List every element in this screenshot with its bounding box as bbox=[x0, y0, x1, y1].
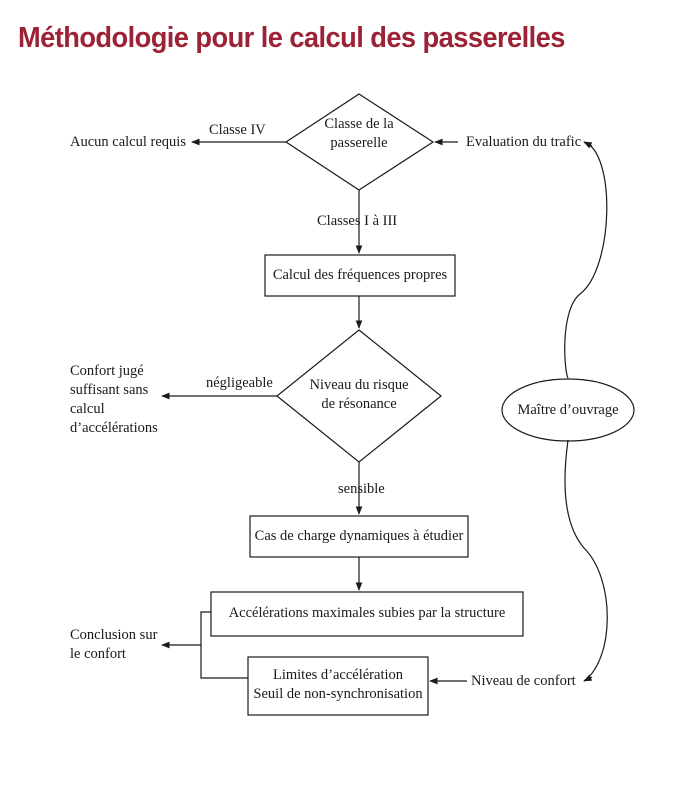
classe-label: Classe de la passerelle bbox=[324, 115, 393, 153]
classe-label-line1: Classe de la bbox=[324, 116, 394, 132]
risque-label: Niveau du risque de résonance bbox=[309, 376, 408, 414]
brace-arrow-bottom bbox=[583, 674, 593, 682]
edge-classes-i-iii: Classes I à III bbox=[317, 213, 398, 229]
maitre-brace bbox=[564, 141, 608, 379]
page-title: Méthodologie pour le calcul des passerel… bbox=[18, 22, 565, 54]
frequences-label: Calcul des fréquences propres bbox=[272, 267, 448, 283]
accelerations-box bbox=[210, 591, 524, 637]
classe-label-line2: passerelle bbox=[330, 135, 388, 151]
maitre-brace-lower bbox=[564, 439, 608, 682]
limites-label: Limites d’accélération Seuil de non-sync… bbox=[253, 666, 422, 704]
edge-sensible: sensible bbox=[338, 481, 385, 497]
brace-arrow-top bbox=[583, 141, 593, 149]
accelerations-label: Accélérations maximales subies par la st… bbox=[228, 605, 506, 621]
limites-label-line1: Limites d’accélération bbox=[272, 667, 404, 683]
outcome-aucun-calcul: Aucun calcul requis bbox=[70, 134, 186, 150]
outcome-conclusion: Conclusion sur le confort bbox=[70, 627, 158, 662]
risque-label-line1: Niveau du risque bbox=[309, 377, 409, 393]
outcome-confort-suffisant: Confort jugé suffisant sans calcul d’acc… bbox=[70, 363, 158, 436]
limites-box bbox=[247, 656, 429, 716]
risque-label-line2: de résonance bbox=[321, 396, 397, 412]
maitre-ellipse bbox=[501, 378, 635, 442]
maitre-label: Maître d’ouvrage bbox=[517, 402, 619, 418]
frequences-box bbox=[264, 254, 456, 297]
input-niveau-confort: Niveau de confort bbox=[471, 673, 576, 689]
cas-charge-label: Cas de charge dynamiques à étudier bbox=[254, 528, 464, 544]
input-trafic: Evaluation du trafic bbox=[466, 134, 582, 150]
edge-classe-iv: Classe IV bbox=[209, 122, 266, 138]
edge-negligeable: négligeable bbox=[206, 375, 273, 391]
limites-label-line2: Seuil de non-synchronisation bbox=[253, 686, 423, 702]
